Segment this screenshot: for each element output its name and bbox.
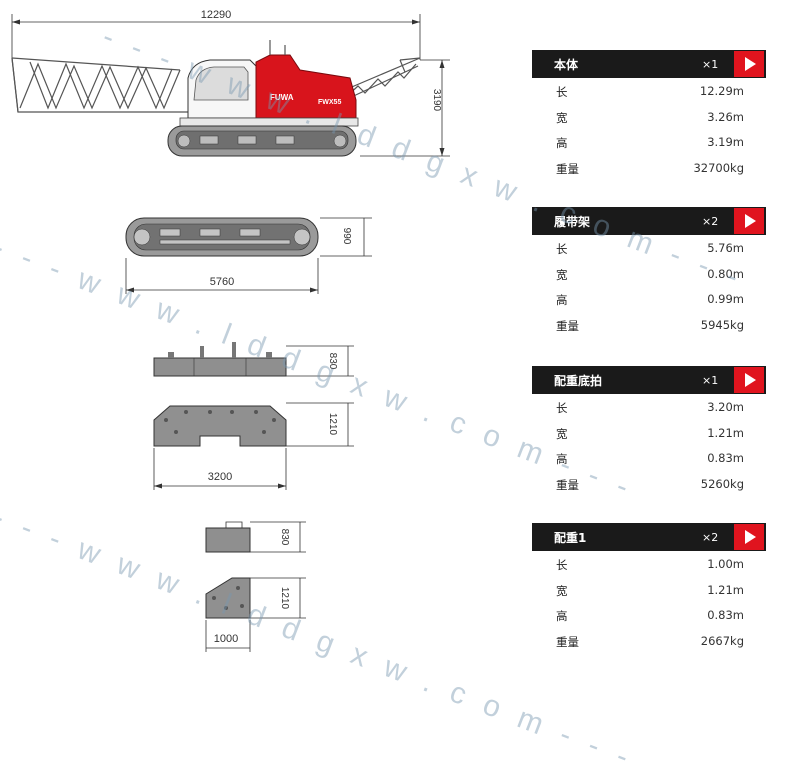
spec-row-width: 宽 0.80m bbox=[532, 261, 766, 287]
weight-length-dim: 1000 bbox=[214, 633, 238, 645]
spec-row-weight: 重量 2667kg bbox=[532, 628, 766, 654]
spec-label: 长 bbox=[556, 558, 568, 572]
counterweight-base-drawing: 830 1210 3200 bbox=[153, 342, 354, 490]
spec-label: 高 bbox=[556, 293, 568, 307]
spec-row-length: 长 1.00m bbox=[532, 551, 766, 577]
base-length-dim: 3200 bbox=[208, 471, 232, 483]
spec-row-width: 宽 1.21m bbox=[532, 577, 766, 603]
play-arrow-icon bbox=[745, 530, 756, 544]
spec-row-weight: 重量 32700kg bbox=[532, 155, 766, 181]
crane-model-label: FWX55 bbox=[318, 99, 341, 106]
spec-title: 本体 bbox=[554, 57, 579, 72]
spec-qty: ×2 bbox=[702, 530, 719, 544]
spec-panel-counterweight-1: 配重1 ×2 长 1.00m 宽 1.21m 高 0.83m 重量 2667kg bbox=[532, 523, 766, 653]
spec-row-height: 高 3.19m bbox=[532, 129, 766, 155]
weight-width-dim: 1210 bbox=[279, 587, 290, 610]
spec-title: 配重1 bbox=[554, 530, 587, 545]
spec-header: 配重底拍 ×1 bbox=[532, 366, 766, 394]
spec-value: 12.29m bbox=[699, 84, 744, 98]
spec-value: 32700kg bbox=[693, 160, 744, 175]
spec-qty: ×2 bbox=[702, 214, 719, 228]
spec-row-weight: 重量 5260kg bbox=[532, 471, 766, 497]
spec-label: 宽 bbox=[556, 583, 568, 598]
spec-row-width: 宽 1.21m bbox=[532, 420, 766, 446]
technical-drawings: 12290 FUWA FWX55 bbox=[11, 9, 450, 652]
play-arrow-icon bbox=[745, 373, 756, 387]
spec-row-height: 高 0.83m bbox=[532, 445, 766, 471]
spec-row-length: 长 3.20m bbox=[532, 394, 766, 420]
spec-header: 本体 ×1 bbox=[532, 50, 766, 78]
spec-label: 重量 bbox=[556, 634, 579, 649]
spec-label: 高 bbox=[556, 136, 568, 150]
spec-row-width: 宽 3.26m bbox=[532, 104, 766, 130]
spec-label: 宽 bbox=[556, 110, 568, 125]
spec-label: 重量 bbox=[556, 477, 579, 492]
spec-header: 配重1 ×2 bbox=[532, 523, 766, 551]
spec-value: 3.19m bbox=[707, 135, 744, 149]
spec-value: 1.00m bbox=[707, 557, 744, 571]
spec-value: 0.99m bbox=[707, 292, 744, 306]
spec-label: 重量 bbox=[556, 318, 579, 333]
spec-panel-track-frame: 履带架 ×2 长 5.76m 宽 0.80m 高 0.99m 重量 5945kg bbox=[532, 207, 766, 337]
spec-label: 重量 bbox=[556, 161, 579, 176]
track-height-dim: 990 bbox=[341, 228, 352, 245]
expand-arrow-button[interactable] bbox=[734, 524, 764, 550]
spec-label: 高 bbox=[556, 452, 568, 466]
spec-value: 1.21m bbox=[707, 582, 744, 597]
spec-label: 长 bbox=[556, 242, 568, 256]
spec-label: 高 bbox=[556, 609, 568, 623]
spec-label: 宽 bbox=[556, 426, 568, 441]
spec-value: 5.76m bbox=[707, 241, 744, 255]
spec-value: 0.83m bbox=[707, 608, 744, 622]
play-arrow-icon bbox=[745, 214, 756, 228]
expand-arrow-button[interactable] bbox=[734, 367, 764, 393]
spec-panel-body: 本体 ×1 长 12.29m 宽 3.26m 高 3.19m 重量 32700kg bbox=[532, 50, 766, 180]
spec-row-weight: 重量 5945kg bbox=[532, 312, 766, 338]
spec-qty: ×1 bbox=[702, 373, 719, 387]
spec-value: 2667kg bbox=[700, 633, 744, 648]
spec-title: 配重底拍 bbox=[554, 373, 603, 388]
spec-qty: ×1 bbox=[702, 57, 719, 71]
track-frame-drawing: 5760 990 bbox=[125, 217, 372, 294]
spec-value: 5260kg bbox=[700, 476, 744, 491]
track-length-dim: 5760 bbox=[210, 276, 234, 288]
base-height-dim: 830 bbox=[327, 353, 338, 370]
spec-row-height: 高 0.83m bbox=[532, 602, 766, 628]
spec-row-length: 长 12.29m bbox=[532, 78, 766, 104]
crane-brand-label: FUWA bbox=[270, 93, 294, 102]
spec-value: 3.20m bbox=[707, 400, 744, 414]
crane-drawing: 12290 FUWA FWX55 bbox=[11, 9, 450, 157]
spec-row-height: 高 0.99m bbox=[532, 286, 766, 312]
spec-label: 宽 bbox=[556, 267, 568, 282]
spec-row-length: 长 5.76m bbox=[532, 235, 766, 261]
crane-height-dim: 3190 bbox=[431, 89, 442, 112]
spec-header: 履带架 ×2 bbox=[532, 207, 766, 235]
spec-title: 履带架 bbox=[554, 214, 591, 229]
spec-value: 0.83m bbox=[707, 451, 744, 465]
weight-height-dim: 830 bbox=[279, 529, 290, 546]
spec-value: 1.21m bbox=[707, 425, 744, 440]
spec-value: 0.80m bbox=[707, 266, 744, 281]
expand-arrow-button[interactable] bbox=[734, 208, 764, 234]
play-arrow-icon bbox=[745, 57, 756, 71]
crane-length-dim: 12290 bbox=[201, 9, 232, 21]
spec-value: 5945kg bbox=[700, 317, 744, 332]
spec-label: 长 bbox=[556, 85, 568, 99]
base-width-dim: 1210 bbox=[327, 413, 338, 436]
expand-arrow-button[interactable] bbox=[734, 51, 764, 77]
spec-panel-counterweight-base: 配重底拍 ×1 长 3.20m 宽 1.21m 高 0.83m 重量 5260kg bbox=[532, 366, 766, 496]
counterweight-1-drawing: 830 1210 1000 bbox=[205, 521, 306, 652]
spec-label: 长 bbox=[556, 401, 568, 415]
spec-value: 3.26m bbox=[707, 109, 744, 124]
